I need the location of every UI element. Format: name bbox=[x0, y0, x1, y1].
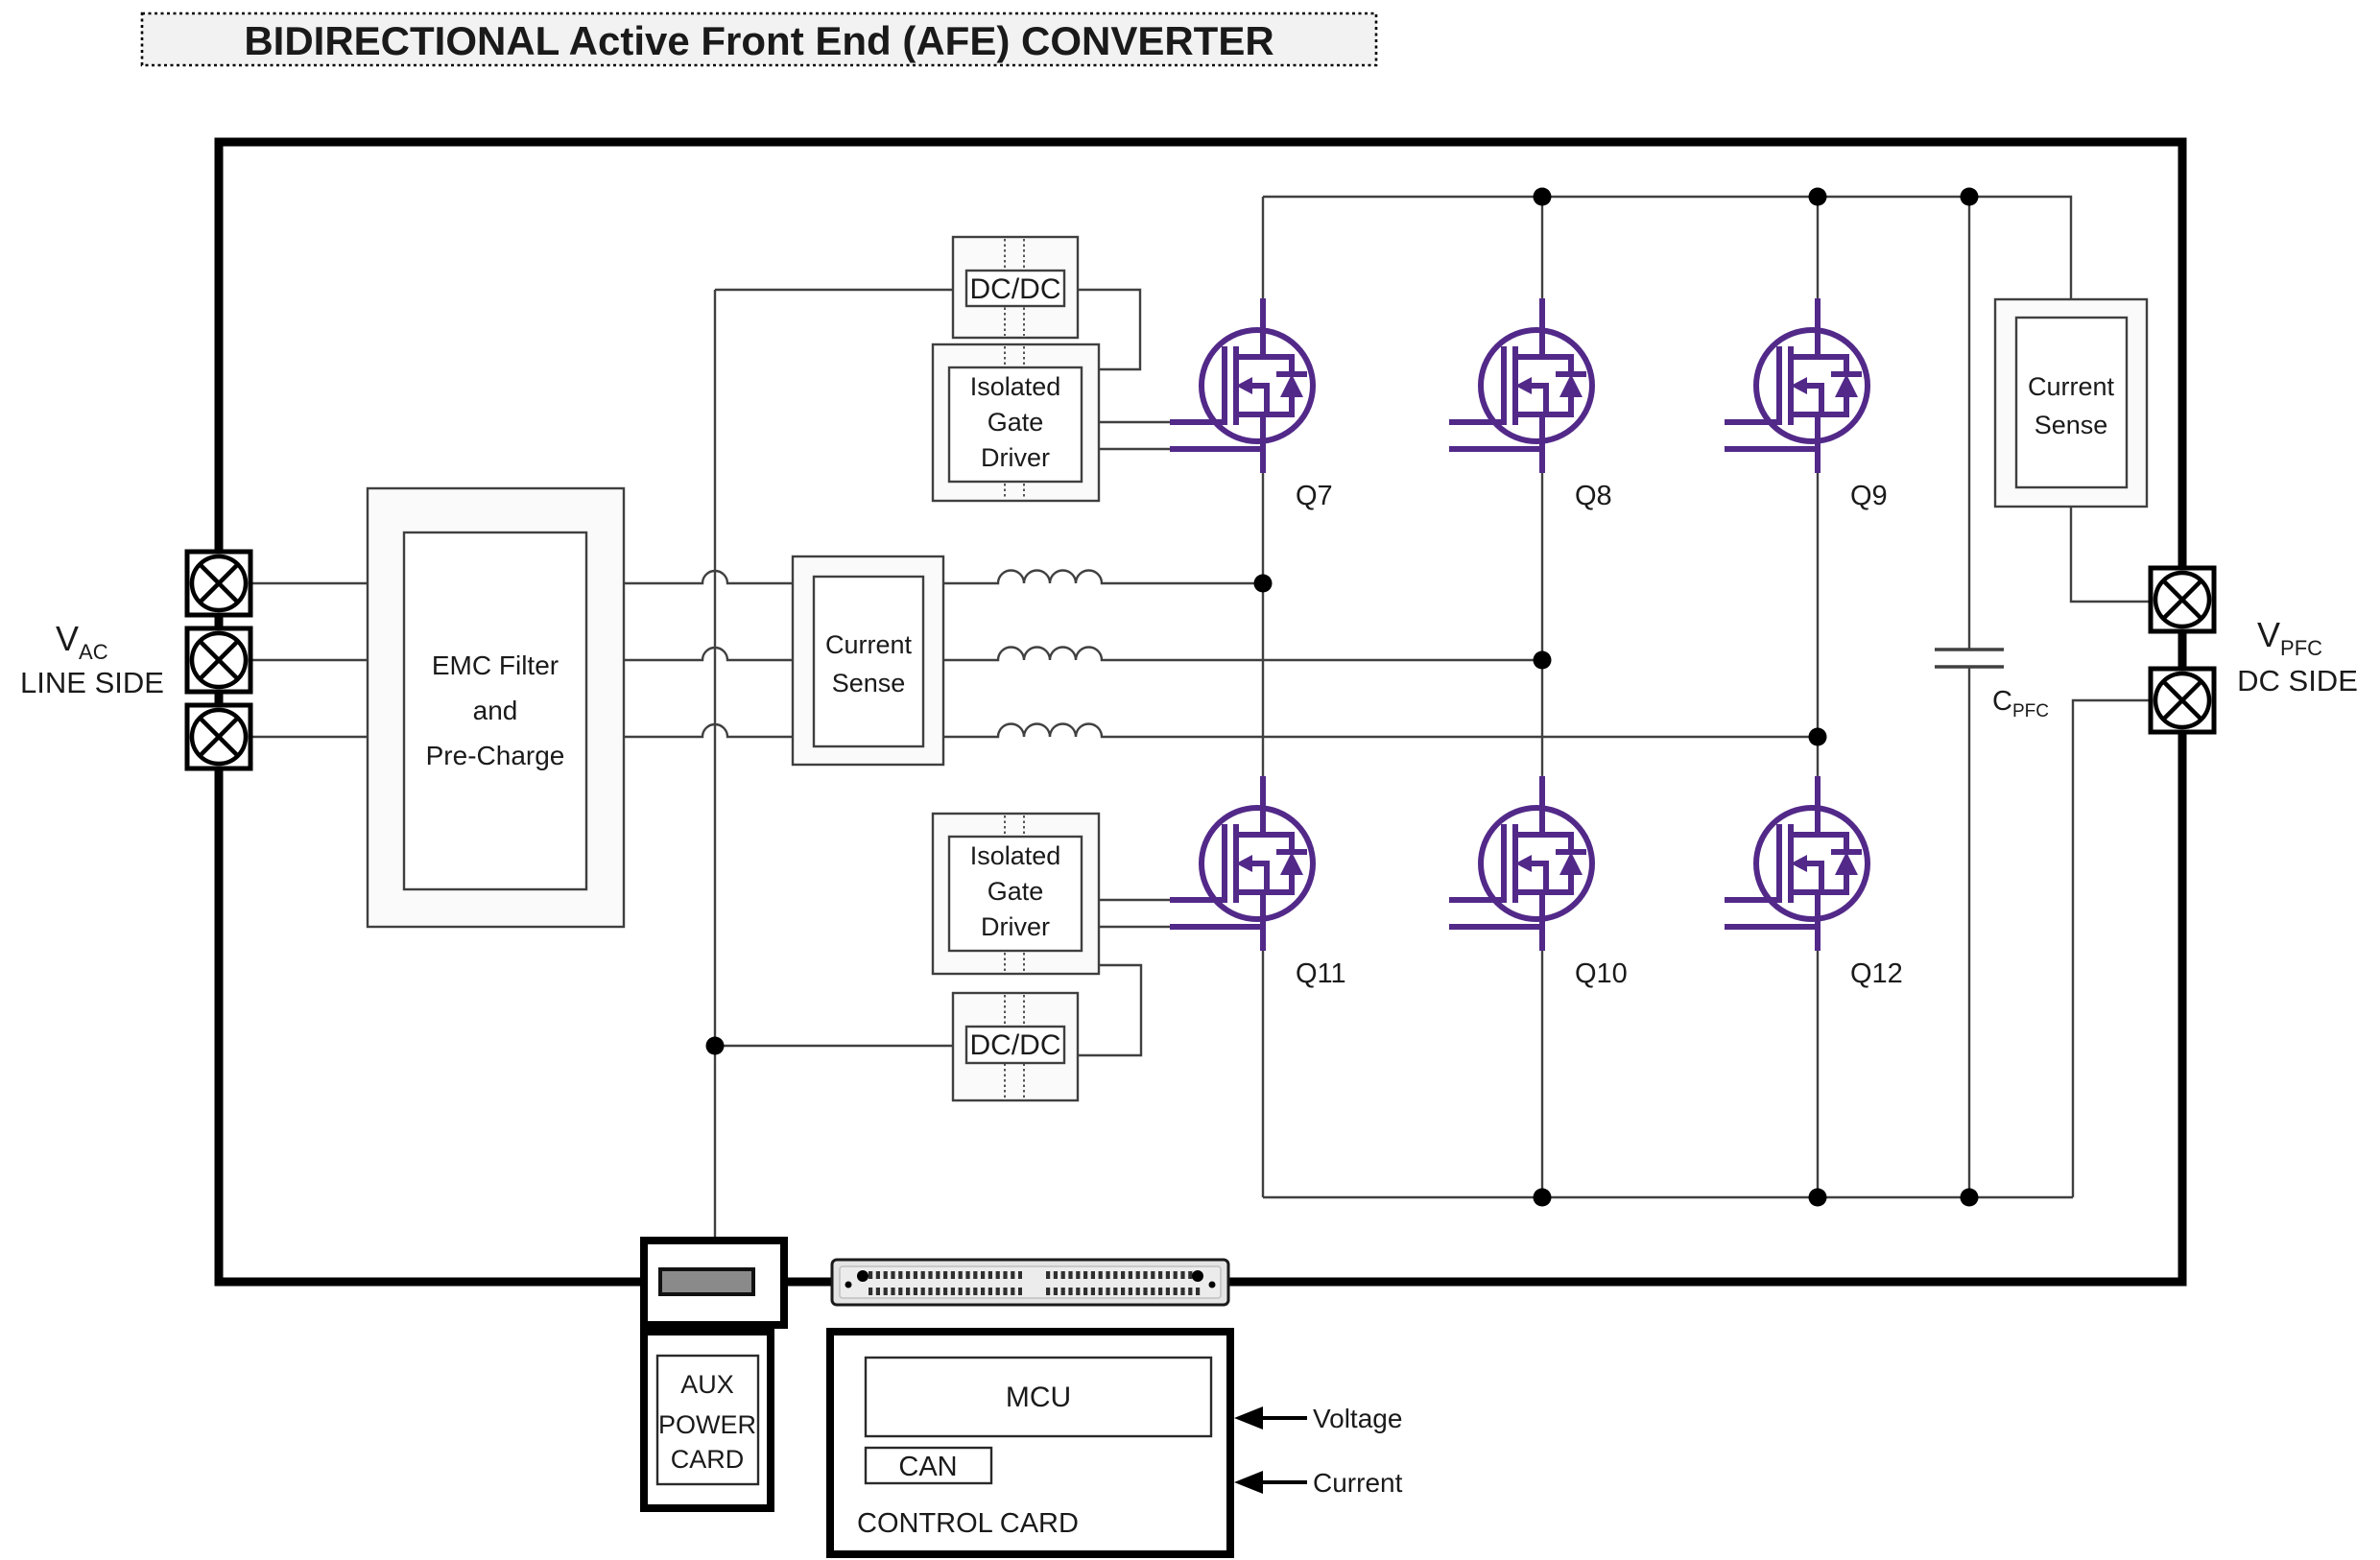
label-q8: Q8 bbox=[1575, 481, 1612, 511]
can-label: CAN bbox=[898, 1452, 957, 1482]
aux-card-label-1: AUX bbox=[680, 1370, 734, 1399]
ac-port-l1-icon bbox=[187, 552, 250, 615]
cs-right-to-port bbox=[2069, 507, 2153, 603]
gate-driver-bottom-block: Isolated Gate Driver bbox=[931, 812, 1101, 976]
control-card: MCU CAN CONTROL CARD bbox=[826, 1328, 1234, 1558]
emc-label-1: EMC Filter bbox=[432, 650, 559, 680]
label-vpfc: VPFC bbox=[2257, 615, 2322, 660]
mosfet-q8-icon bbox=[1452, 301, 1592, 470]
voltage-label: Voltage bbox=[1313, 1404, 1402, 1433]
ac-input-wires bbox=[250, 581, 368, 739]
label-q10: Q10 bbox=[1575, 958, 1628, 989]
label-vac: VAC bbox=[56, 619, 108, 664]
phase-c-emc-to-cs bbox=[624, 722, 793, 739]
current-sense-dc-block: Current Sense bbox=[1993, 297, 2149, 508]
current-sense-ac-block: Current Sense bbox=[791, 555, 945, 767]
emc-filter-block: EMC Filter and Pre-Charge bbox=[366, 486, 626, 929]
dc-side-label-group: VPFC DC SIDE bbox=[2237, 615, 2358, 697]
cs-ac-label-2: Sense bbox=[832, 669, 906, 697]
dcdc-top-block: DC/DC bbox=[951, 235, 1080, 340]
ac-port-l3-icon bbox=[187, 705, 250, 768]
gd-bottom-label-2: Gate bbox=[988, 877, 1044, 906]
phase-c-inductor bbox=[943, 722, 1818, 739]
gate-driver-top-block: Isolated Gate Driver bbox=[931, 343, 1101, 503]
gd-top-outputs bbox=[1099, 420, 1173, 451]
label-line-side: LINE SIDE bbox=[20, 666, 164, 699]
phase-a-inductor bbox=[943, 569, 1263, 585]
dc-port-minus-icon bbox=[2151, 669, 2214, 732]
phase-a-emc-to-cs bbox=[624, 569, 793, 585]
dcdc-gd-link-bottom bbox=[1078, 963, 1143, 1057]
dcdc-top-label: DC/DC bbox=[970, 273, 1061, 305]
mosfet-q12-icon bbox=[1727, 779, 1868, 948]
aux-card-label-3: CARD bbox=[671, 1445, 745, 1474]
dcdc-bottom-block: DC/DC bbox=[951, 991, 1080, 1102]
emc-label-2: and bbox=[473, 696, 518, 725]
current-label: Current bbox=[1313, 1468, 1403, 1498]
dc-port-plus-icon bbox=[2151, 568, 2214, 631]
mosfet-q9-icon bbox=[1727, 301, 1868, 470]
dc-minus-port-wire bbox=[2071, 698, 2153, 1197]
mosfets: Q7 Q8 Q9 Q11 Q10 Q12 bbox=[1173, 301, 1903, 989]
dcdc-gd-link-top bbox=[1078, 288, 1142, 371]
gd-bottom-label-1: Isolated bbox=[970, 841, 1061, 870]
title-box bbox=[140, 12, 1378, 67]
ac-line-ports bbox=[187, 552, 250, 768]
can-box bbox=[864, 1446, 993, 1485]
cs-ac-label-1: Current bbox=[825, 630, 913, 659]
label-q7: Q7 bbox=[1296, 481, 1333, 511]
mosfet-q10-icon bbox=[1452, 779, 1592, 948]
dc-plus-bus bbox=[1263, 195, 2073, 299]
connector-pins-icon bbox=[869, 1271, 1202, 1295]
aux-power-card: AUX POWER CARD bbox=[640, 1328, 774, 1512]
label-cpfc: CPFC bbox=[1992, 686, 2049, 721]
isolation-barrier-icon bbox=[1004, 995, 1025, 1099]
gd-bottom-label-3: Driver bbox=[981, 912, 1050, 941]
mcu-label: MCU bbox=[1006, 1382, 1071, 1413]
gd-top-label-1: Isolated bbox=[970, 372, 1061, 401]
phase-b-emc-to-cs bbox=[624, 646, 793, 662]
cs-dc-label-2: Sense bbox=[2035, 411, 2108, 439]
junction-dots bbox=[705, 187, 1979, 1207]
mosfet-q11-icon bbox=[1173, 779, 1313, 948]
dcdc-bottom-label: DC/DC bbox=[970, 1029, 1061, 1061]
current-arrowhead-icon bbox=[1234, 1471, 1263, 1494]
gd-top-label-3: Driver bbox=[981, 443, 1050, 472]
emc-label-3: Pre-Charge bbox=[426, 741, 565, 770]
control-card-label: CONTROL CARD bbox=[857, 1508, 1079, 1539]
label-q9: Q9 bbox=[1850, 481, 1888, 511]
feedback-signals: Voltage Current bbox=[1234, 1404, 1403, 1498]
card-edge-connector bbox=[830, 1258, 1230, 1307]
label-q11: Q11 bbox=[1296, 958, 1346, 989]
mosfet-q7-icon bbox=[1173, 301, 1313, 470]
wiring bbox=[250, 195, 2153, 1241]
label-dc-side: DC SIDE bbox=[2237, 664, 2358, 697]
ac-port-l2-icon bbox=[187, 628, 250, 692]
phase-b-inductor bbox=[943, 646, 1542, 662]
mcu-box bbox=[864, 1356, 1213, 1438]
aux-wall-connector bbox=[640, 1237, 788, 1329]
gd-top-label-2: Gate bbox=[988, 408, 1044, 437]
page-title: BIDIRECTIONAL Active Front End (AFE) CON… bbox=[244, 18, 1273, 63]
gd-bottom-outputs bbox=[1099, 898, 1173, 929]
aux-card-label-2: POWER bbox=[658, 1410, 756, 1439]
cs-dc-label-1: Current bbox=[2028, 372, 2115, 401]
label-q12: Q12 bbox=[1850, 958, 1903, 989]
cpfc-capacitor-plates bbox=[1935, 648, 2004, 669]
title-banner: BIDIRECTIONAL Active Front End (AFE) CON… bbox=[140, 12, 1378, 67]
line-side-label-group: VAC LINE SIDE bbox=[20, 619, 164, 699]
voltage-arrowhead-icon bbox=[1234, 1406, 1263, 1430]
aux-connector-slot-icon bbox=[658, 1267, 755, 1296]
